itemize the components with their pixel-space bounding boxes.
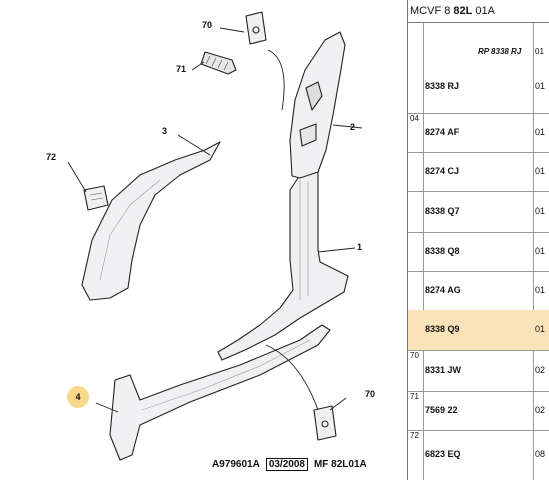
column-divider-left bbox=[423, 22, 424, 480]
exploded-parts-diagram: 70 71 2 3 72 1 4 70 A979601A 03/2008 MF … bbox=[46, 0, 408, 480]
header-model: 82L bbox=[453, 5, 473, 17]
footer-ref: A979601A bbox=[212, 459, 260, 470]
row-quantity: 01 bbox=[535, 285, 546, 295]
row-part-reference[interactable]: 6823 EQ bbox=[425, 449, 461, 459]
part-72-clip bbox=[83, 185, 109, 211]
header-prefix: MCVF 8 bbox=[410, 5, 454, 17]
callout-70-top: 70 bbox=[202, 20, 213, 30]
row-quantity: 01 bbox=[535, 246, 546, 256]
parts-row[interactable]: 8274 AG 01 bbox=[408, 271, 549, 311]
row-part-reference[interactable]: 8274 AG bbox=[425, 285, 461, 295]
row-quantity: 01 bbox=[535, 206, 546, 216]
row-group-number: 71 bbox=[410, 392, 419, 401]
column-divider-right bbox=[533, 22, 534, 480]
parts-row[interactable]: 72 6823 EQ 08 bbox=[408, 430, 549, 480]
row-part-reference[interactable]: 8274 CJ bbox=[425, 166, 460, 176]
diagram-drawing bbox=[67, 11, 363, 461]
part-2-upper-pillar bbox=[289, 31, 346, 179]
part-1-pillar-trim bbox=[217, 171, 349, 361]
row-group-number: 72 bbox=[410, 431, 419, 440]
callout-1: 1 bbox=[357, 242, 363, 252]
part-4-sill-trim bbox=[109, 324, 331, 461]
callout-2: 2 bbox=[350, 122, 356, 132]
rp-qty: 01 bbox=[535, 47, 544, 56]
row-quantity: 01 bbox=[535, 324, 546, 334]
parts-row[interactable]: 8338 RJ 01 bbox=[408, 60, 549, 114]
footer-code: MF 82L01A bbox=[313, 459, 367, 470]
row-group-number: 04 bbox=[410, 114, 419, 123]
parts-row[interactable]: 8338 Q7 01 bbox=[408, 191, 549, 233]
part-71-screw bbox=[200, 51, 237, 75]
row-quantity: 01 bbox=[535, 166, 546, 176]
callout-3: 3 bbox=[162, 126, 168, 136]
parts-row[interactable]: 8338 Q8 01 bbox=[408, 232, 549, 272]
row-part-reference[interactable]: 8338 Q8 bbox=[425, 246, 460, 256]
callout-4-highlighted: 4 bbox=[67, 386, 89, 408]
rp-label: RP 8338 RJ bbox=[478, 47, 522, 56]
parts-row[interactable]: 70 8331 JW 02 bbox=[408, 350, 549, 392]
row-part-reference[interactable]: 8338 RJ bbox=[425, 81, 460, 91]
row-quantity: 01 bbox=[535, 127, 546, 137]
row-group-number: 70 bbox=[410, 351, 419, 360]
header-suffix: 01A bbox=[472, 5, 496, 17]
row-part-reference[interactable]: 8274 AF bbox=[425, 127, 460, 137]
parts-row[interactable]: 04 8274 AF 01 bbox=[408, 113, 549, 153]
callout-70-bottom: 70 bbox=[365, 389, 376, 399]
diagram-footer: A979601A 03/2008 MF 82L01A bbox=[212, 458, 367, 471]
parts-row[interactable]: 71 7569 22 02 bbox=[408, 391, 549, 431]
parts-header: MCVF 8 82L 01A bbox=[408, 0, 549, 23]
row-part-reference[interactable]: 7569 22 bbox=[425, 405, 458, 415]
row-part-reference[interactable]: 8338 Q9 bbox=[425, 324, 460, 334]
row-part-reference[interactable]: 8338 Q7 bbox=[425, 206, 460, 216]
row-quantity: 02 bbox=[535, 405, 546, 415]
footer-date: 03/2008 bbox=[265, 458, 308, 471]
row-quantity: 08 bbox=[535, 449, 546, 459]
row-part-reference[interactable]: 8331 JW bbox=[425, 365, 462, 375]
part-3-curved-trim bbox=[81, 141, 221, 301]
callout-72: 72 bbox=[46, 152, 57, 162]
row-quantity: 02 bbox=[535, 365, 546, 375]
row-quantity: 01 bbox=[535, 81, 546, 91]
parts-row[interactable]: 8274 CJ 01 bbox=[408, 152, 549, 192]
parts-row[interactable]: 8338 Q9 01 bbox=[408, 310, 549, 351]
callout-71: 71 bbox=[176, 64, 187, 74]
